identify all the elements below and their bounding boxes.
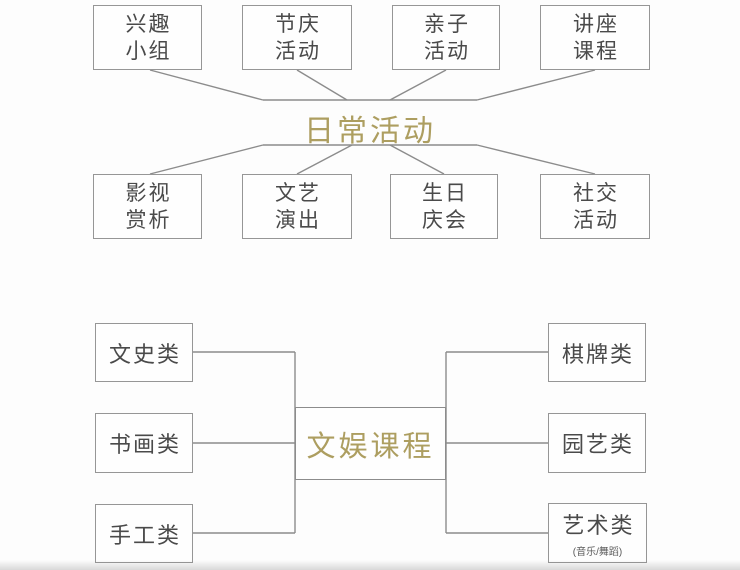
node-label: 生日 <box>422 181 468 205</box>
node-literature-history: 文史类 <box>95 323 193 382</box>
node-festival-activity: 节庆 活动 <box>242 5 352 70</box>
node-label: 节庆 <box>275 12 321 36</box>
node-chess-cards: 棋牌类 <box>548 323 646 382</box>
node-handicraft: 手工类 <box>95 504 193 563</box>
node-interest-group: 兴趣 小组 <box>93 5 202 70</box>
node-label: 演出 <box>275 208 321 232</box>
node-label: 庆会 <box>422 208 468 232</box>
node-label: 活动 <box>424 39 470 63</box>
node-label: 手工类 <box>108 522 181 548</box>
node-label: 活动 <box>573 208 619 232</box>
node-label: 课程 <box>573 39 619 63</box>
node-lecture-course: 讲座 课程 <box>540 5 650 70</box>
node-label: 小组 <box>125 39 172 63</box>
node-film-appreciation: 影视 赏析 <box>93 174 202 239</box>
node-parent-child-activity: 亲子 活动 <box>392 5 500 70</box>
node-arts: 艺术类 (音乐/舞蹈) <box>548 503 647 563</box>
node-label: 文史类 <box>108 341 181 367</box>
top-center-title: 日常活动 <box>304 115 436 148</box>
node-label: 书画类 <box>108 432 181 457</box>
node-label: 兴趣 <box>125 12 172 36</box>
node-calligraphy-painting: 书画类 <box>95 413 193 473</box>
node-label: 讲座 <box>573 12 619 36</box>
node-sublabel: (音乐/舞蹈) <box>572 547 623 558</box>
node-label: 艺术类 <box>562 513 635 538</box>
node-label: 亲子 <box>424 12 470 36</box>
node-label: 棋牌类 <box>561 341 634 367</box>
node-art-performance: 文艺 演出 <box>242 174 352 239</box>
node-label: 园艺类 <box>561 432 634 457</box>
node-social-activity: 社交 活动 <box>540 174 650 239</box>
bottom-center-title: 文娱课程 <box>306 430 435 463</box>
node-label: 社交 <box>573 181 619 205</box>
node-label: 赏析 <box>125 208 172 232</box>
bottom-center-box: 文娱课程 <box>295 407 446 480</box>
node-gardening: 园艺类 <box>548 413 646 473</box>
node-label: 活动 <box>275 39 321 63</box>
node-label: 影视 <box>125 181 172 205</box>
node-birthday-celebration: 生日 庆会 <box>390 174 498 239</box>
node-label: 文艺 <box>275 181 321 205</box>
